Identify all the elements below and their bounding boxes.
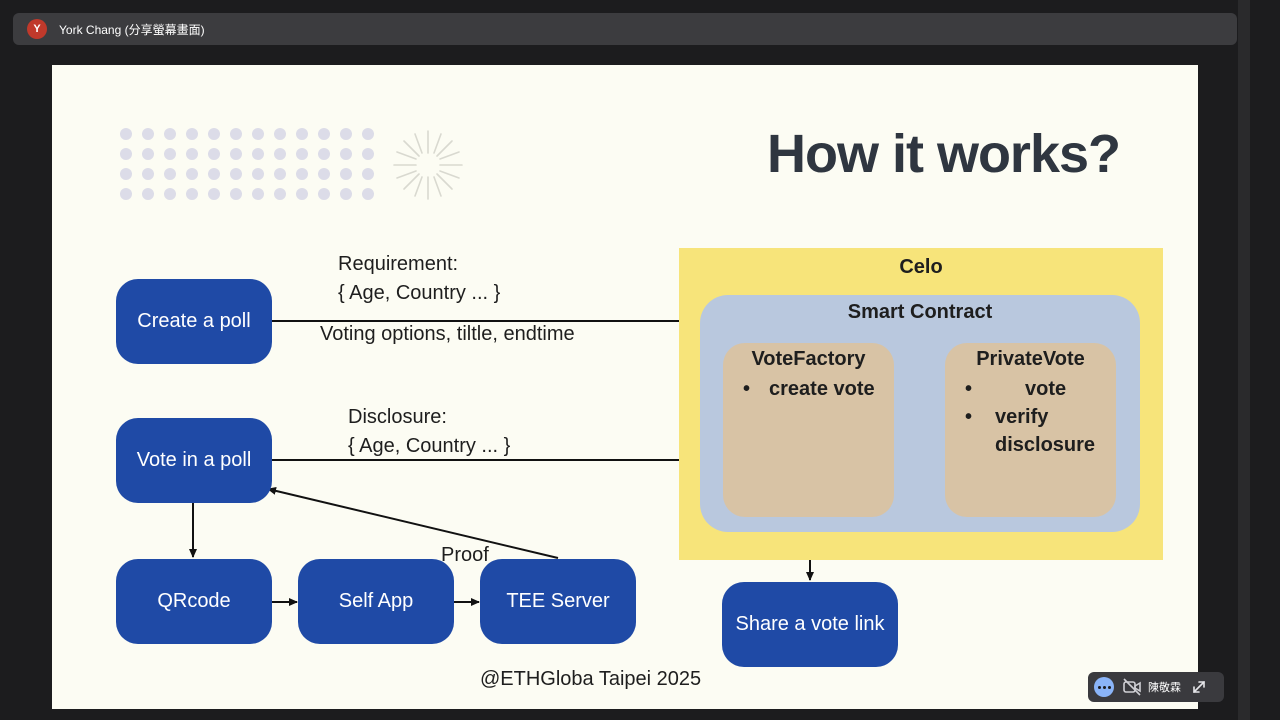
presenter-avatar: Y bbox=[27, 19, 47, 39]
presenter-bar: Y York Chang (分享螢幕畫面) bbox=[13, 13, 1237, 45]
vote-poll-box: Vote in a poll bbox=[116, 418, 272, 503]
list-item: verify disclosure bbox=[945, 403, 1116, 459]
share-vote-link-box: Share a vote link bbox=[722, 582, 898, 667]
disclosure-fields: { Age, Country ... } bbox=[348, 435, 511, 457]
participant-controls: 陳敬霖 bbox=[1088, 672, 1224, 702]
flow-arrows bbox=[189, 317, 944, 606]
create-poll-box: Create a poll bbox=[116, 279, 272, 364]
private-vote-list: vote verify disclosure bbox=[945, 375, 1116, 459]
requirement-fields: { Age, Country ... } bbox=[338, 282, 501, 304]
disclosure-label: Disclosure: bbox=[348, 406, 447, 428]
private-vote-box: PrivateVote vote verify disclosure bbox=[945, 343, 1116, 517]
expand-icon[interactable] bbox=[1191, 679, 1207, 695]
arrow-proof-to-vote bbox=[267, 486, 559, 559]
celo-network-panel: Celo Smart Contract VoteFactory create v… bbox=[679, 248, 1163, 560]
smart-contract-title: Smart Contract bbox=[847, 301, 993, 323]
tee-server-box: TEE Server bbox=[480, 559, 636, 644]
proof-label: Proof bbox=[441, 544, 489, 566]
private-vote-title: PrivateVote bbox=[976, 348, 1085, 370]
vote-factory-list: create vote bbox=[723, 375, 894, 403]
starburst-icon bbox=[393, 130, 463, 200]
participant-name: 陳敬霖 bbox=[1148, 682, 1181, 694]
decorative-dot-grid bbox=[120, 128, 374, 200]
shared-slide: How it works? Create a poll Vote in a po… bbox=[52, 65, 1198, 709]
vote-factory-box: VoteFactory create vote bbox=[723, 343, 894, 517]
qrcode-box: QRcode bbox=[116, 559, 272, 644]
list-item: vote bbox=[945, 375, 1116, 403]
voting-options-label: Voting options, tiltle, endtime bbox=[320, 323, 575, 345]
celo-title: Celo bbox=[899, 256, 943, 278]
smart-contract-panel: Smart Contract VoteFactory create vote P… bbox=[700, 295, 1140, 532]
list-item: create vote bbox=[723, 375, 894, 403]
slide-title: How it works? bbox=[766, 124, 1121, 184]
side-strip bbox=[1238, 0, 1250, 720]
self-app-box: Self App bbox=[298, 559, 454, 644]
vote-factory-title: VoteFactory bbox=[751, 348, 866, 370]
camera-off-icon[interactable] bbox=[1122, 678, 1142, 696]
more-options-icon[interactable] bbox=[1094, 677, 1114, 697]
presenter-label: York Chang (分享螢幕畫面) bbox=[59, 22, 205, 37]
slide-footer: @ETHGloba Taipei 2025 bbox=[480, 668, 702, 690]
requirement-label: Requirement: bbox=[338, 253, 459, 275]
